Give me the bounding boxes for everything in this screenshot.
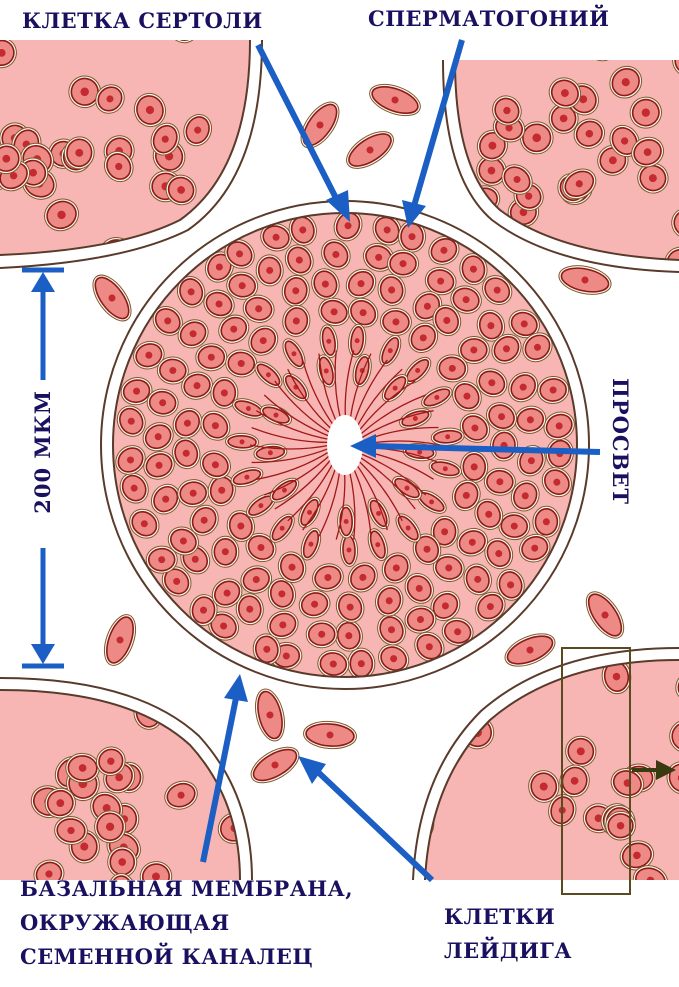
germ-cell xyxy=(627,958,660,983)
label-lumen: ПРОСВЕТ xyxy=(608,378,633,505)
leydig-cell xyxy=(245,740,304,790)
germ-cell xyxy=(56,597,101,642)
leydig-cell xyxy=(340,124,399,176)
germ-cell xyxy=(195,343,227,371)
germ-cell xyxy=(628,935,672,978)
germ-cell xyxy=(306,620,338,648)
germ-cell xyxy=(582,26,622,65)
germ-cell xyxy=(15,302,55,342)
label-leydig-line1: КЛЕТКИ xyxy=(444,906,555,928)
germ-cell xyxy=(107,846,137,877)
germ-cell xyxy=(633,878,673,917)
germ-cell xyxy=(148,667,187,707)
germ-cell xyxy=(533,506,561,538)
leydig-cell xyxy=(98,610,141,669)
germ-cell xyxy=(366,811,402,847)
leydig-cell xyxy=(303,720,358,751)
leydig-cell xyxy=(556,261,613,298)
germ-cell xyxy=(614,912,656,951)
germ-cell xyxy=(256,254,284,286)
germ-cell xyxy=(568,877,607,916)
label-basal-membrane-line3: СЕМЕННОЙ КАНАЛЕЦ xyxy=(20,946,313,968)
leydig-cell xyxy=(251,686,290,744)
leydig-arrow-line xyxy=(318,772,432,880)
germ-cell xyxy=(337,505,355,538)
scale-bar-arrow-down xyxy=(31,644,55,664)
label-scale: 200 МКМ xyxy=(30,390,55,514)
germ-cell xyxy=(387,250,418,277)
label-basal-membrane-line1: БАЗАЛЬНАЯ МЕМБРАНА, xyxy=(20,878,353,900)
leydig-cell xyxy=(500,627,559,673)
label-leydig-line2: ЛЕЙДИГА xyxy=(444,940,572,962)
leydig-arrow-head xyxy=(298,756,326,784)
germ-cell xyxy=(460,451,488,483)
leydig-cell xyxy=(365,78,424,121)
spermatogonium-arrow-line xyxy=(414,40,462,206)
label-basal-membrane-line2: ОКРУЖАЮЩАЯ xyxy=(20,912,230,934)
leydig-cell xyxy=(579,586,631,645)
label-sertoli-cell: КЛЕТКА СЕРТОЛИ xyxy=(22,10,263,32)
germ-cell xyxy=(373,696,411,734)
germ-cell xyxy=(639,596,670,633)
basal-arrow-head xyxy=(224,674,248,702)
germ-cell xyxy=(568,968,609,983)
germ-cell xyxy=(212,536,239,567)
leydig-cell xyxy=(86,269,139,328)
label-spermatogonium: СПЕРМАТОГОНИЙ xyxy=(368,8,609,30)
germ-cell xyxy=(434,683,476,726)
germ-cell xyxy=(76,596,108,630)
scale-bar-arrow-up xyxy=(31,272,55,292)
germ-cell xyxy=(242,105,282,143)
germ-cell xyxy=(247,833,287,872)
seminiferous-tubule xyxy=(101,201,589,689)
germ-cell xyxy=(636,932,675,972)
